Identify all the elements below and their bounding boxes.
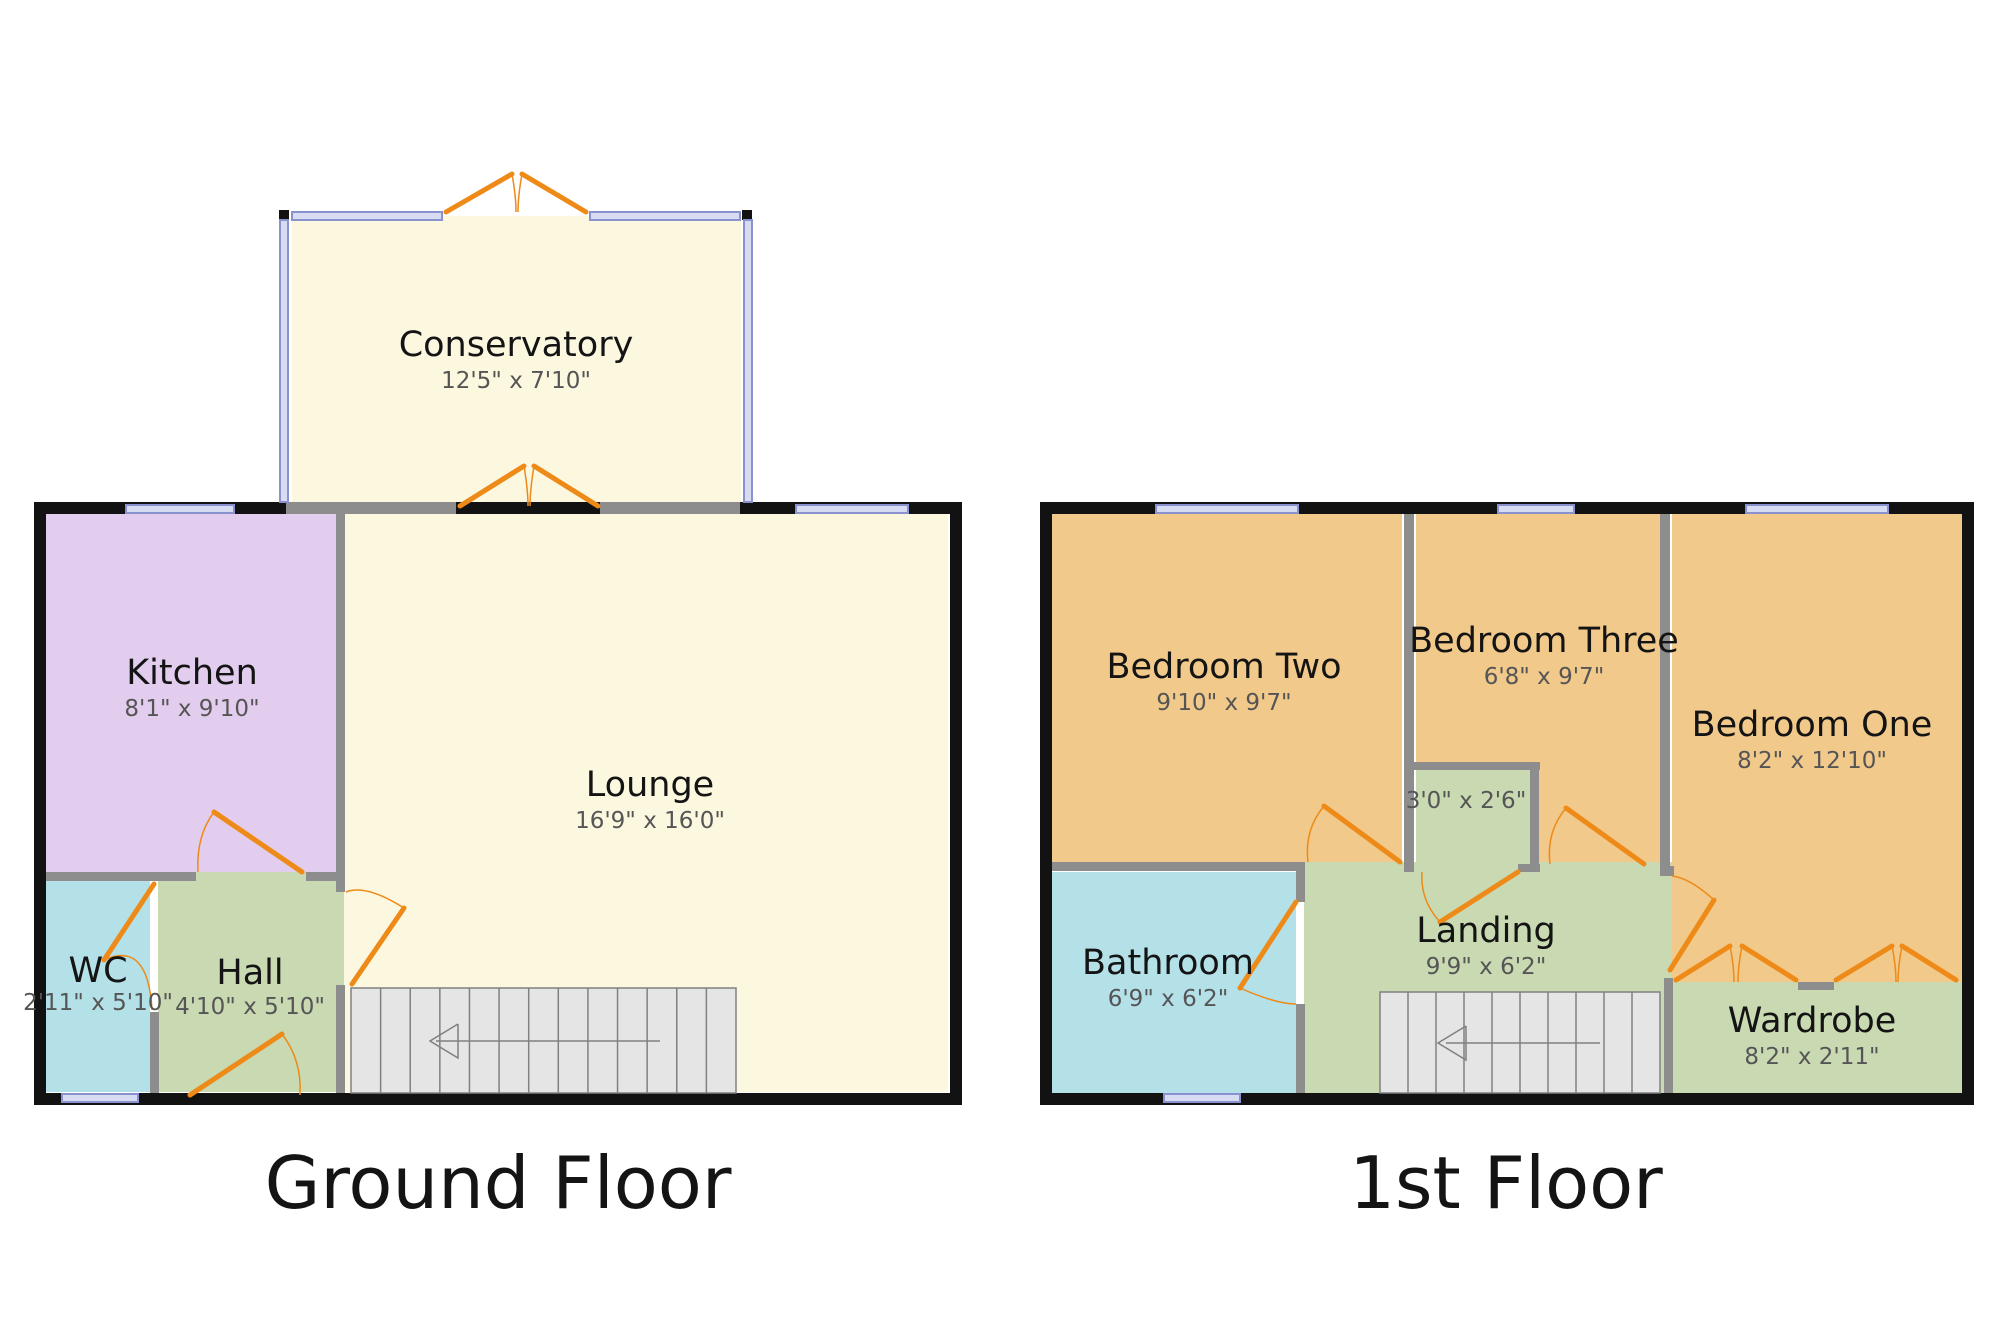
wardrobe-doors: [1673, 943, 1959, 983]
conservatory-label: Conservatory: [399, 325, 634, 365]
wall-wc-hall: [150, 1012, 159, 1093]
first-wall-bottom: [1040, 1093, 1974, 1105]
wc-window: [61, 1093, 139, 1103]
lounge-dims: 16'9" x 16'0": [575, 808, 725, 834]
wall-conservatory-lounge-left: [286, 502, 456, 514]
wc-dims: 2'11" x 5'10": [23, 990, 173, 1016]
wall-cupboard-bottom-stub: [1518, 864, 1540, 872]
first-wall-right: [1962, 502, 1974, 1105]
lounge-label: Lounge: [586, 765, 714, 805]
wc-label: WC: [68, 951, 127, 991]
first-floor: [1040, 502, 1974, 1105]
wall-hall-lounge-stub: [336, 880, 345, 892]
lounge-window: [795, 504, 909, 514]
conservatory-dims: 12'5" x 7'10": [441, 368, 591, 394]
conservatory-window-top-left: [291, 211, 443, 221]
bathroom-window: [1163, 1093, 1241, 1103]
ground-wall-left: [34, 502, 46, 1105]
kitchen-dims: 8'1" x 9'10": [124, 696, 259, 722]
wall-kitchen-wc: [46, 872, 196, 881]
bedroom-one-dims: 8'2" x 12'10": [1737, 748, 1887, 774]
wall-bathroom-landing-bottom: [1296, 1004, 1305, 1093]
bathroom-dims: 6'9" x 6'2": [1108, 986, 1229, 1012]
bedroom-three-label: Bedroom Three: [1409, 621, 1679, 661]
hall-label: Hall: [216, 953, 283, 993]
ground-stairs: [350, 987, 737, 1094]
bedroom-three-door: [1548, 805, 1647, 867]
bedroom-two-label: Bedroom Two: [1106, 647, 1341, 687]
conservatory-fill: [292, 216, 741, 506]
wall-bed2-bathroom: [1052, 862, 1304, 871]
cupboard-door: [1421, 869, 1521, 925]
wall-kitchen-lounge: [336, 514, 345, 890]
wall-conservatory-lounge-right: [600, 502, 740, 514]
bathroom-door: [1237, 899, 1299, 1005]
ground-floor: [34, 171, 962, 1105]
bedroom-two-window: [1155, 504, 1299, 514]
cupboard-fill: [1416, 770, 1530, 870]
lounge-french-door: [457, 463, 601, 509]
kitchen-label: Kitchen: [126, 653, 258, 693]
hall-dims: 4'10" x 5'10": [175, 994, 325, 1020]
bedroom-two-dims: 9'10" x 9'7": [1156, 690, 1291, 716]
conservatory-window-left: [279, 219, 289, 503]
first-floor-title: 1st Floor: [1349, 1141, 1663, 1225]
kitchen-door: [197, 809, 305, 875]
conservatory-window-right: [743, 219, 753, 503]
conservatory-corner-right: [742, 210, 752, 220]
bedroom-two-fill: [1052, 514, 1402, 862]
first-wall-left: [1040, 502, 1052, 1105]
ground-wall-bottom: [34, 1093, 962, 1105]
bedroom-two-door: [1306, 803, 1403, 865]
bedroom-one-window: [1745, 504, 1889, 514]
first-stairs: [1379, 991, 1661, 1094]
ground-floor-title: Ground Floor: [265, 1141, 732, 1225]
wardrobe-divider: [1798, 982, 1834, 990]
landing-dims: 9'9" x 6'2": [1426, 954, 1547, 980]
conservatory-corner-left: [279, 210, 289, 220]
bedroom-one-door: [1667, 875, 1717, 973]
bathroom-fill: [1052, 872, 1296, 1093]
wardrobe-dims: 8'2" x 2'11": [1744, 1044, 1879, 1070]
wardrobe-fill: [1672, 982, 1962, 1093]
wc-door: [101, 881, 157, 1011]
wall-landing-wardrobe: [1664, 978, 1673, 1093]
bedroom-three-window: [1497, 504, 1575, 514]
wall-cupboard-right: [1530, 762, 1539, 872]
wardrobe-label: Wardrobe: [1728, 1001, 1897, 1041]
bedroom-one-label: Bedroom One: [1692, 705, 1933, 745]
bedroom-three-dims: 6'8" x 9'7": [1484, 664, 1605, 690]
wall-bathroom-landing-top: [1296, 862, 1305, 902]
conservatory-french-door: [443, 171, 589, 215]
bedroom-one-fill: [1672, 514, 1962, 982]
kitchen-fill: [46, 514, 336, 872]
cupboard-dims: 3'0" x 2'6": [1406, 788, 1527, 814]
wall-hall-lounge: [336, 985, 345, 1093]
wall-cupboard-top: [1414, 762, 1540, 770]
front-door: [187, 1031, 301, 1098]
kitchen-window: [125, 504, 235, 514]
landing-label: Landing: [1416, 911, 1555, 951]
wall-kitchen-hall-stub: [306, 872, 344, 881]
lounge-door: [345, 889, 407, 987]
bathroom-label: Bathroom: [1082, 943, 1254, 983]
wall-landing-bed1-stub: [1660, 866, 1674, 876]
wall-bed3-bed1: [1660, 514, 1670, 876]
wall-bed2-bed3: [1404, 514, 1414, 872]
conservatory-window-top-right: [589, 211, 741, 221]
ground-wall-right: [950, 502, 962, 1105]
